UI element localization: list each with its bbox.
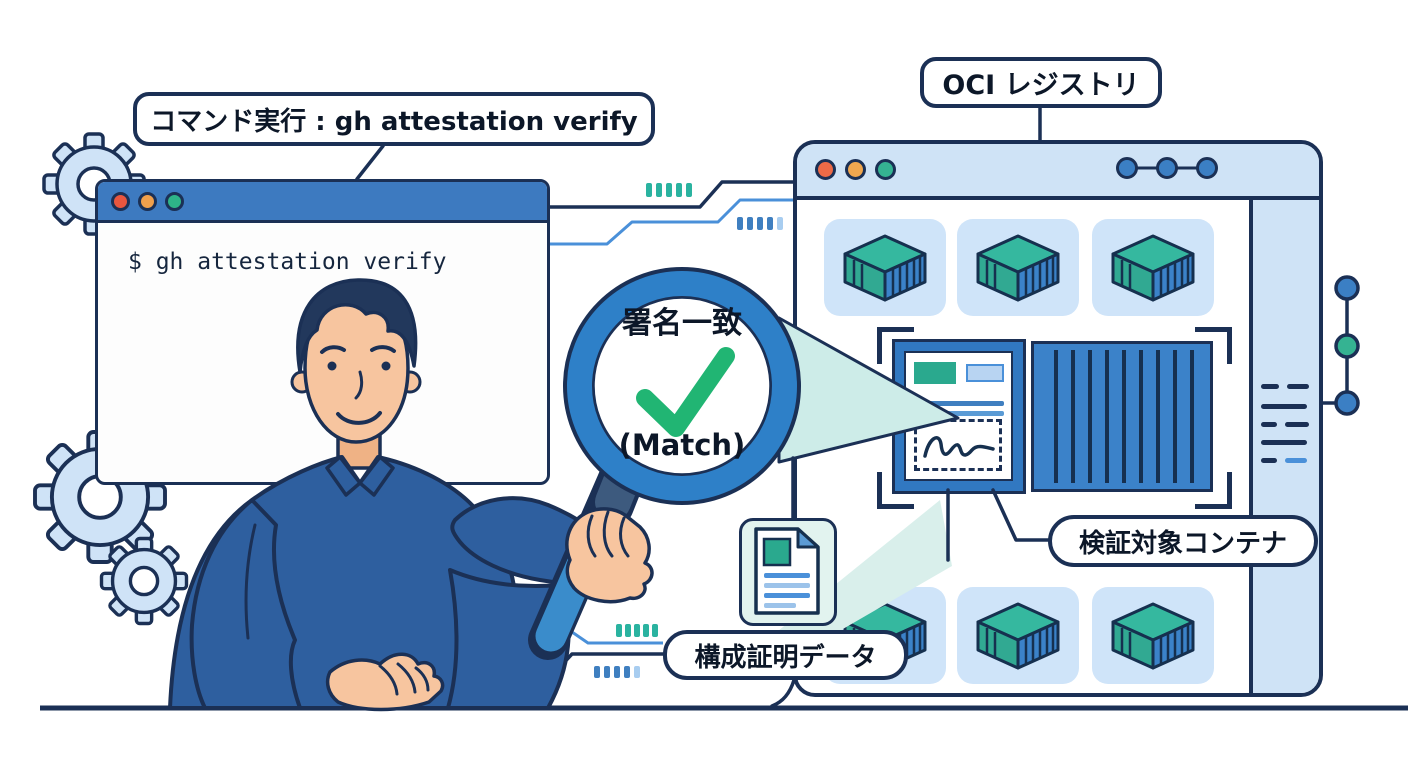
selection-bracket bbox=[1195, 472, 1232, 509]
container-tile bbox=[1092, 587, 1214, 684]
window-maximize-icon bbox=[165, 192, 184, 211]
pipeline-dots-icon bbox=[1116, 157, 1218, 179]
shirt-fold bbox=[244, 523, 257, 640]
container-icon bbox=[843, 234, 927, 301]
selection-bracket bbox=[1195, 327, 1232, 364]
container-icon bbox=[1111, 602, 1195, 669]
hand-finger-line bbox=[602, 510, 614, 558]
window-close-icon bbox=[111, 192, 130, 211]
signature-box bbox=[914, 419, 1002, 471]
container-tile bbox=[957, 219, 1079, 316]
oci-registry-window bbox=[793, 140, 1323, 697]
badge-blue bbox=[966, 364, 1004, 382]
connector-attestation-tail bbox=[770, 678, 796, 708]
lens-text-match: (Match) bbox=[618, 428, 746, 462]
person-hand bbox=[325, 652, 445, 712]
container-icon bbox=[976, 602, 1060, 669]
window-minimize-icon bbox=[845, 159, 866, 180]
terminal-window: $ gh attestation verify bbox=[95, 179, 550, 485]
container-tile bbox=[824, 219, 946, 316]
person-left-arm bbox=[189, 498, 302, 710]
person-right-forearm bbox=[446, 568, 571, 710]
label-verification-target: 検証対象コンテナ bbox=[1048, 515, 1318, 567]
window-close-icon bbox=[815, 159, 836, 180]
container-icon bbox=[1111, 234, 1195, 301]
signal-ticks-blue bbox=[594, 666, 640, 678]
container-icon bbox=[976, 234, 1060, 301]
person-gripping-hand bbox=[565, 507, 654, 604]
circuit-traces-top bbox=[549, 180, 793, 246]
signal-ticks-teal bbox=[646, 183, 692, 197]
registry-sidebar bbox=[1249, 200, 1319, 693]
circuit-traces-bottom bbox=[515, 630, 666, 680]
signed-container-card bbox=[892, 339, 1026, 494]
commit-node-blue bbox=[1334, 390, 1360, 416]
person-torso bbox=[168, 455, 522, 710]
container-tile bbox=[1092, 219, 1214, 316]
document-icon bbox=[754, 527, 820, 615]
window-maximize-icon bbox=[875, 159, 896, 180]
text-line bbox=[914, 411, 1004, 416]
hand-finger-line bbox=[619, 516, 630, 558]
terminal-command: $ gh attestation verify bbox=[128, 249, 447, 275]
signature-icon bbox=[923, 436, 995, 458]
gear-icon bbox=[99, 536, 189, 626]
hand-finger-line bbox=[414, 666, 430, 692]
label-command-exec: コマンド実行 : gh attestation verify bbox=[133, 92, 655, 146]
text-line bbox=[914, 401, 1004, 406]
terminal-titlebar bbox=[98, 182, 547, 223]
label-oci-registry: OCI レジストリ bbox=[920, 57, 1162, 108]
attestation-document-card bbox=[739, 518, 837, 626]
container-ribbed-panel bbox=[1031, 341, 1213, 492]
commit-node-teal bbox=[1334, 333, 1360, 359]
container-ribs bbox=[1041, 350, 1203, 483]
container-tile bbox=[957, 587, 1079, 684]
signal-ticks-teal bbox=[616, 624, 658, 637]
hand-finger-line bbox=[586, 514, 597, 558]
person-right-arm bbox=[450, 496, 616, 590]
registry-titlebar bbox=[797, 144, 1319, 200]
check-icon bbox=[636, 347, 735, 437]
lens-text-signature-match: 署名一致 bbox=[622, 306, 742, 341]
label-attestation-data: 構成証明データ bbox=[663, 630, 908, 680]
signal-ticks-blue bbox=[737, 217, 783, 230]
signature-panel bbox=[904, 351, 1013, 481]
window-minimize-icon bbox=[138, 192, 157, 211]
hand-finger-line bbox=[396, 662, 417, 694]
connector-command-label bbox=[355, 144, 385, 181]
badge-teal bbox=[914, 362, 956, 384]
hand-finger-line bbox=[378, 664, 399, 696]
commit-node-blue bbox=[1334, 275, 1360, 301]
commit-graph bbox=[1323, 275, 1360, 416]
